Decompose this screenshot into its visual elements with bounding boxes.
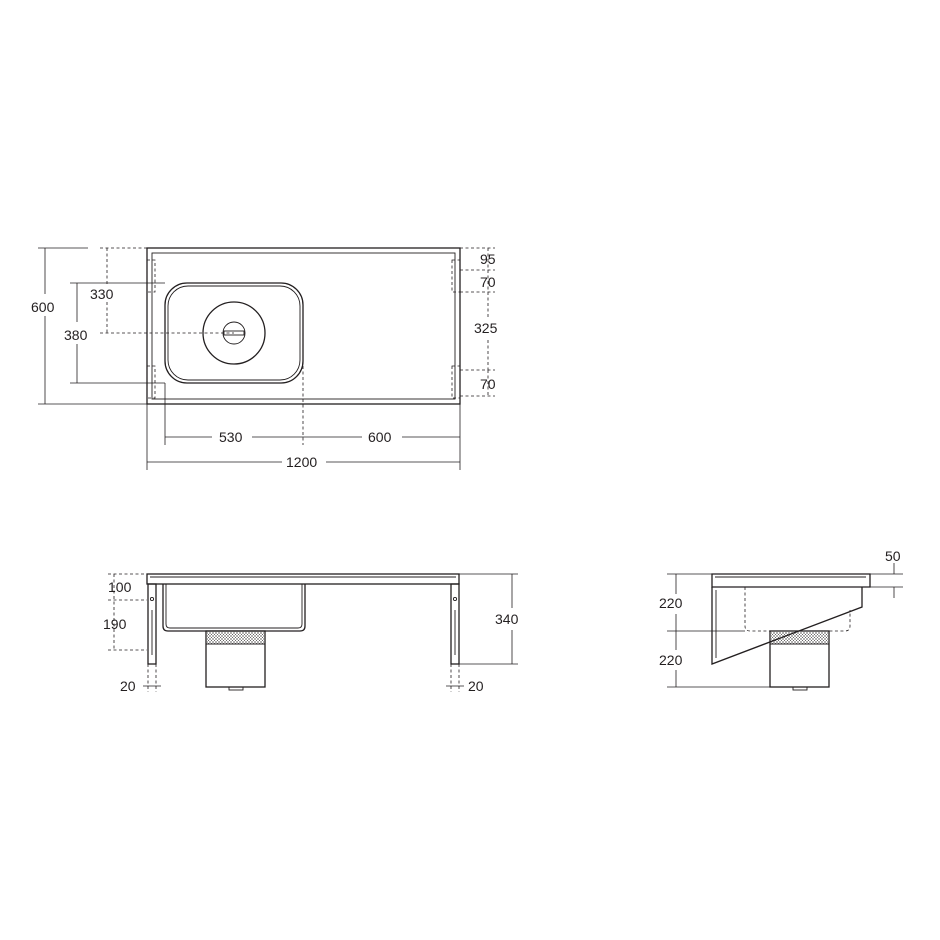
plan-bracket-left-top: [146, 259, 156, 293]
dim-width-total: 1200: [286, 454, 317, 470]
front-leg-right: [450, 583, 460, 665]
front-view: 100 190 340 20 20: [103, 573, 519, 694]
front-worktop: [146, 573, 460, 585]
front-bowl: [162, 584, 306, 632]
side-bracket: [711, 587, 863, 665]
plan-bracket-left-bottom: [146, 365, 156, 399]
plan-inner-edge: [151, 252, 456, 400]
plan-view: 600 380 330 530 600 1200 95 70 325 70: [31, 247, 498, 470]
dim-upstand: 50: [885, 548, 901, 564]
dim-right-mid: 325: [474, 320, 498, 336]
dim-lower-height: 220: [659, 652, 683, 668]
side-view: 50 220 220: [659, 548, 903, 691]
dim-right-upper: 70: [480, 274, 496, 290]
dim-right-top: 95: [480, 251, 496, 267]
side-worktop: [711, 573, 871, 588]
dim-upper-height: 220: [659, 595, 683, 611]
plan-waste-outer: [202, 301, 266, 365]
dim-bowl-depth: 380: [64, 327, 88, 343]
plan-outline: [146, 247, 461, 405]
dim-left-bracket: 20: [120, 678, 136, 694]
dim-width-left: 530: [219, 429, 243, 445]
dim-width-right: 600: [368, 429, 392, 445]
dim-depth-total: 600: [31, 299, 55, 315]
dim-top-thickness: 100: [108, 579, 132, 595]
plan-bracket-right-bottom: [451, 365, 461, 399]
dim-right-lower: 70: [480, 376, 496, 392]
side-bowl: [744, 587, 851, 632]
dim-overall-height: 340: [495, 611, 519, 627]
dim-bowl-offset: 330: [90, 286, 114, 302]
dim-right-bracket: 20: [468, 678, 484, 694]
front-leg-left: [147, 583, 157, 665]
dim-bowl-height: 190: [103, 616, 127, 632]
plan-bracket-right-top: [451, 259, 461, 293]
